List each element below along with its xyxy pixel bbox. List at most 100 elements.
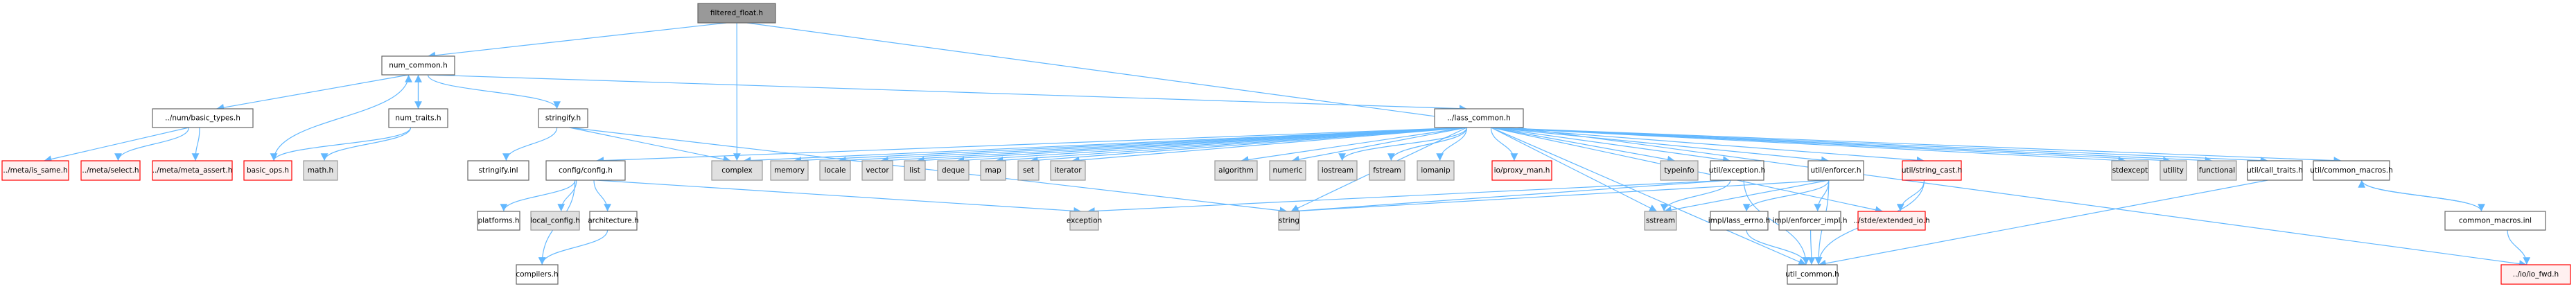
node-algorithm[interactable]: algorithm [1214,160,1258,181]
node-box[interactable] [381,55,455,76]
node-box[interactable] [545,160,626,181]
node-util-exception[interactable]: util/exception.h [1709,160,1765,181]
node-stdexcept[interactable]: stdexcept [2111,160,2149,181]
node-box[interactable] [1644,211,1677,231]
node-string[interactable]: string [1278,211,1300,231]
node-box[interactable] [152,108,254,128]
node-box[interactable] [243,160,292,181]
node-box[interactable] [388,108,448,128]
node-box[interactable] [1317,160,1358,181]
node-box[interactable] [2313,160,2390,181]
node-architecture[interactable]: architecture.h [588,211,639,231]
node-box[interactable] [2159,160,2187,181]
node-iomanip[interactable]: iomanip [1417,160,1455,181]
node-box[interactable] [937,160,970,181]
node-box[interactable] [1857,211,1926,231]
node-box[interactable] [2500,264,2571,285]
node-common-macros-h[interactable]: util/common_macros.h [2310,160,2393,181]
node-compilers[interactable]: compilers.h [516,264,559,285]
node-box[interactable] [467,160,529,181]
node-extended-io[interactable]: ../stde/extended_io.h [1853,211,1930,231]
node-box[interactable] [980,160,1006,181]
node-box[interactable] [2444,211,2546,231]
node-box[interactable] [538,108,588,128]
node-proxy-man[interactable]: io/proxy_man.h [1491,160,1552,181]
node-stringify-inl[interactable]: stringify.inl [467,160,529,181]
node-memory[interactable]: memory [770,160,809,181]
node-locale[interactable]: locale [819,160,851,181]
node-complex[interactable]: complex [711,160,763,181]
node-box[interactable] [1278,211,1300,231]
node-box[interactable] [1434,108,1524,128]
node-num-traits[interactable]: num_traits.h [388,108,448,128]
node-box[interactable] [1660,160,1699,181]
node-box[interactable] [1017,160,1040,181]
node-exception[interactable]: exception [1067,211,1102,231]
node-functional[interactable]: functional [2197,160,2237,181]
node-box[interactable] [1778,211,1841,231]
node-box[interactable] [1807,160,1864,181]
node-is-same[interactable]: ../meta/is_same.h [1,160,69,181]
node-common-macros-inl[interactable]: common_macros.inl [2444,211,2546,231]
node-box[interactable] [1902,160,1962,181]
node-box[interactable] [697,3,776,24]
node-box[interactable] [711,160,763,181]
node-fstream[interactable]: fstream [1369,160,1405,181]
node-util-enforcer[interactable]: util/enforcer.h [1807,160,1864,181]
node-box[interactable] [1710,160,1764,181]
node-box[interactable] [516,264,559,285]
node-platforms[interactable]: platforms.h [477,211,520,231]
node-box[interactable] [303,160,338,181]
node-meta-assert[interactable]: ../meta/meta_assert.h [152,160,233,181]
node-box[interactable] [1050,160,1086,181]
node-numeric[interactable]: numeric [1269,160,1306,181]
node-box[interactable] [1214,160,1258,181]
node-iterator[interactable]: iterator [1050,160,1086,181]
node-box[interactable] [1069,211,1099,231]
node-iostream[interactable]: iostream [1317,160,1358,181]
node-num-common[interactable]: num_common.h [381,55,455,76]
node-io-fwd[interactable]: ../io/io_fwd.h [2500,264,2571,285]
node-box[interactable] [2197,160,2237,181]
node-call-traits[interactable]: util/call_traits.h [2247,160,2303,181]
node-box[interactable] [1491,160,1552,181]
node-utility[interactable]: utility [2159,160,2187,181]
node-box[interactable] [1,160,69,181]
node-box[interactable] [1269,160,1306,181]
node-string-cast[interactable]: util/string_cast.h [1902,160,1962,181]
node-basic-types[interactable]: ../num/basic_types.h [152,108,254,128]
node-box[interactable] [1710,211,1769,231]
node-basic-ops[interactable]: basic_ops.h [243,160,292,181]
node-box[interactable] [861,160,893,181]
node-box[interactable] [2247,160,2303,181]
node-box[interactable] [477,211,520,231]
node-box[interactable] [152,160,233,181]
node-box[interactable] [2111,160,2149,181]
node-box[interactable] [819,160,851,181]
node-config-h[interactable]: config/config.h [545,160,626,181]
node-box[interactable] [589,211,638,231]
node-filtered-float[interactable]: filtered_float.h [697,3,776,24]
node-sstream[interactable]: sstream [1644,211,1677,231]
node-typeinfo[interactable]: typeinfo [1660,160,1699,181]
node-util-common[interactable]: util_common.h [1785,264,1839,285]
node-stringify-h[interactable]: stringify.h [538,108,588,128]
node-box[interactable] [1417,160,1455,181]
node-box[interactable] [530,211,580,231]
node-enforcer-impl[interactable]: impl/enforcer_impl.h [1772,211,1848,231]
node-box[interactable] [1787,264,1838,285]
node-set[interactable]: set [1017,160,1040,181]
node-local-config[interactable]: local_config.h [530,211,580,231]
node-vector[interactable]: vector [861,160,893,181]
node-list[interactable]: list [904,160,926,181]
node-lass-errno[interactable]: impl/lass_errno.h [1708,211,1770,231]
node-select[interactable]: ../meta/select.h [80,160,141,181]
node-deque[interactable]: deque [937,160,970,181]
node-box[interactable] [1369,160,1405,181]
node-box[interactable] [80,160,141,181]
node-box[interactable] [770,160,809,181]
node-lass-common[interactable]: ../lass_common.h [1434,108,1524,128]
node-math-h[interactable]: math.h [303,160,338,181]
node-map[interactable]: map [980,160,1006,181]
node-box[interactable] [904,160,926,181]
